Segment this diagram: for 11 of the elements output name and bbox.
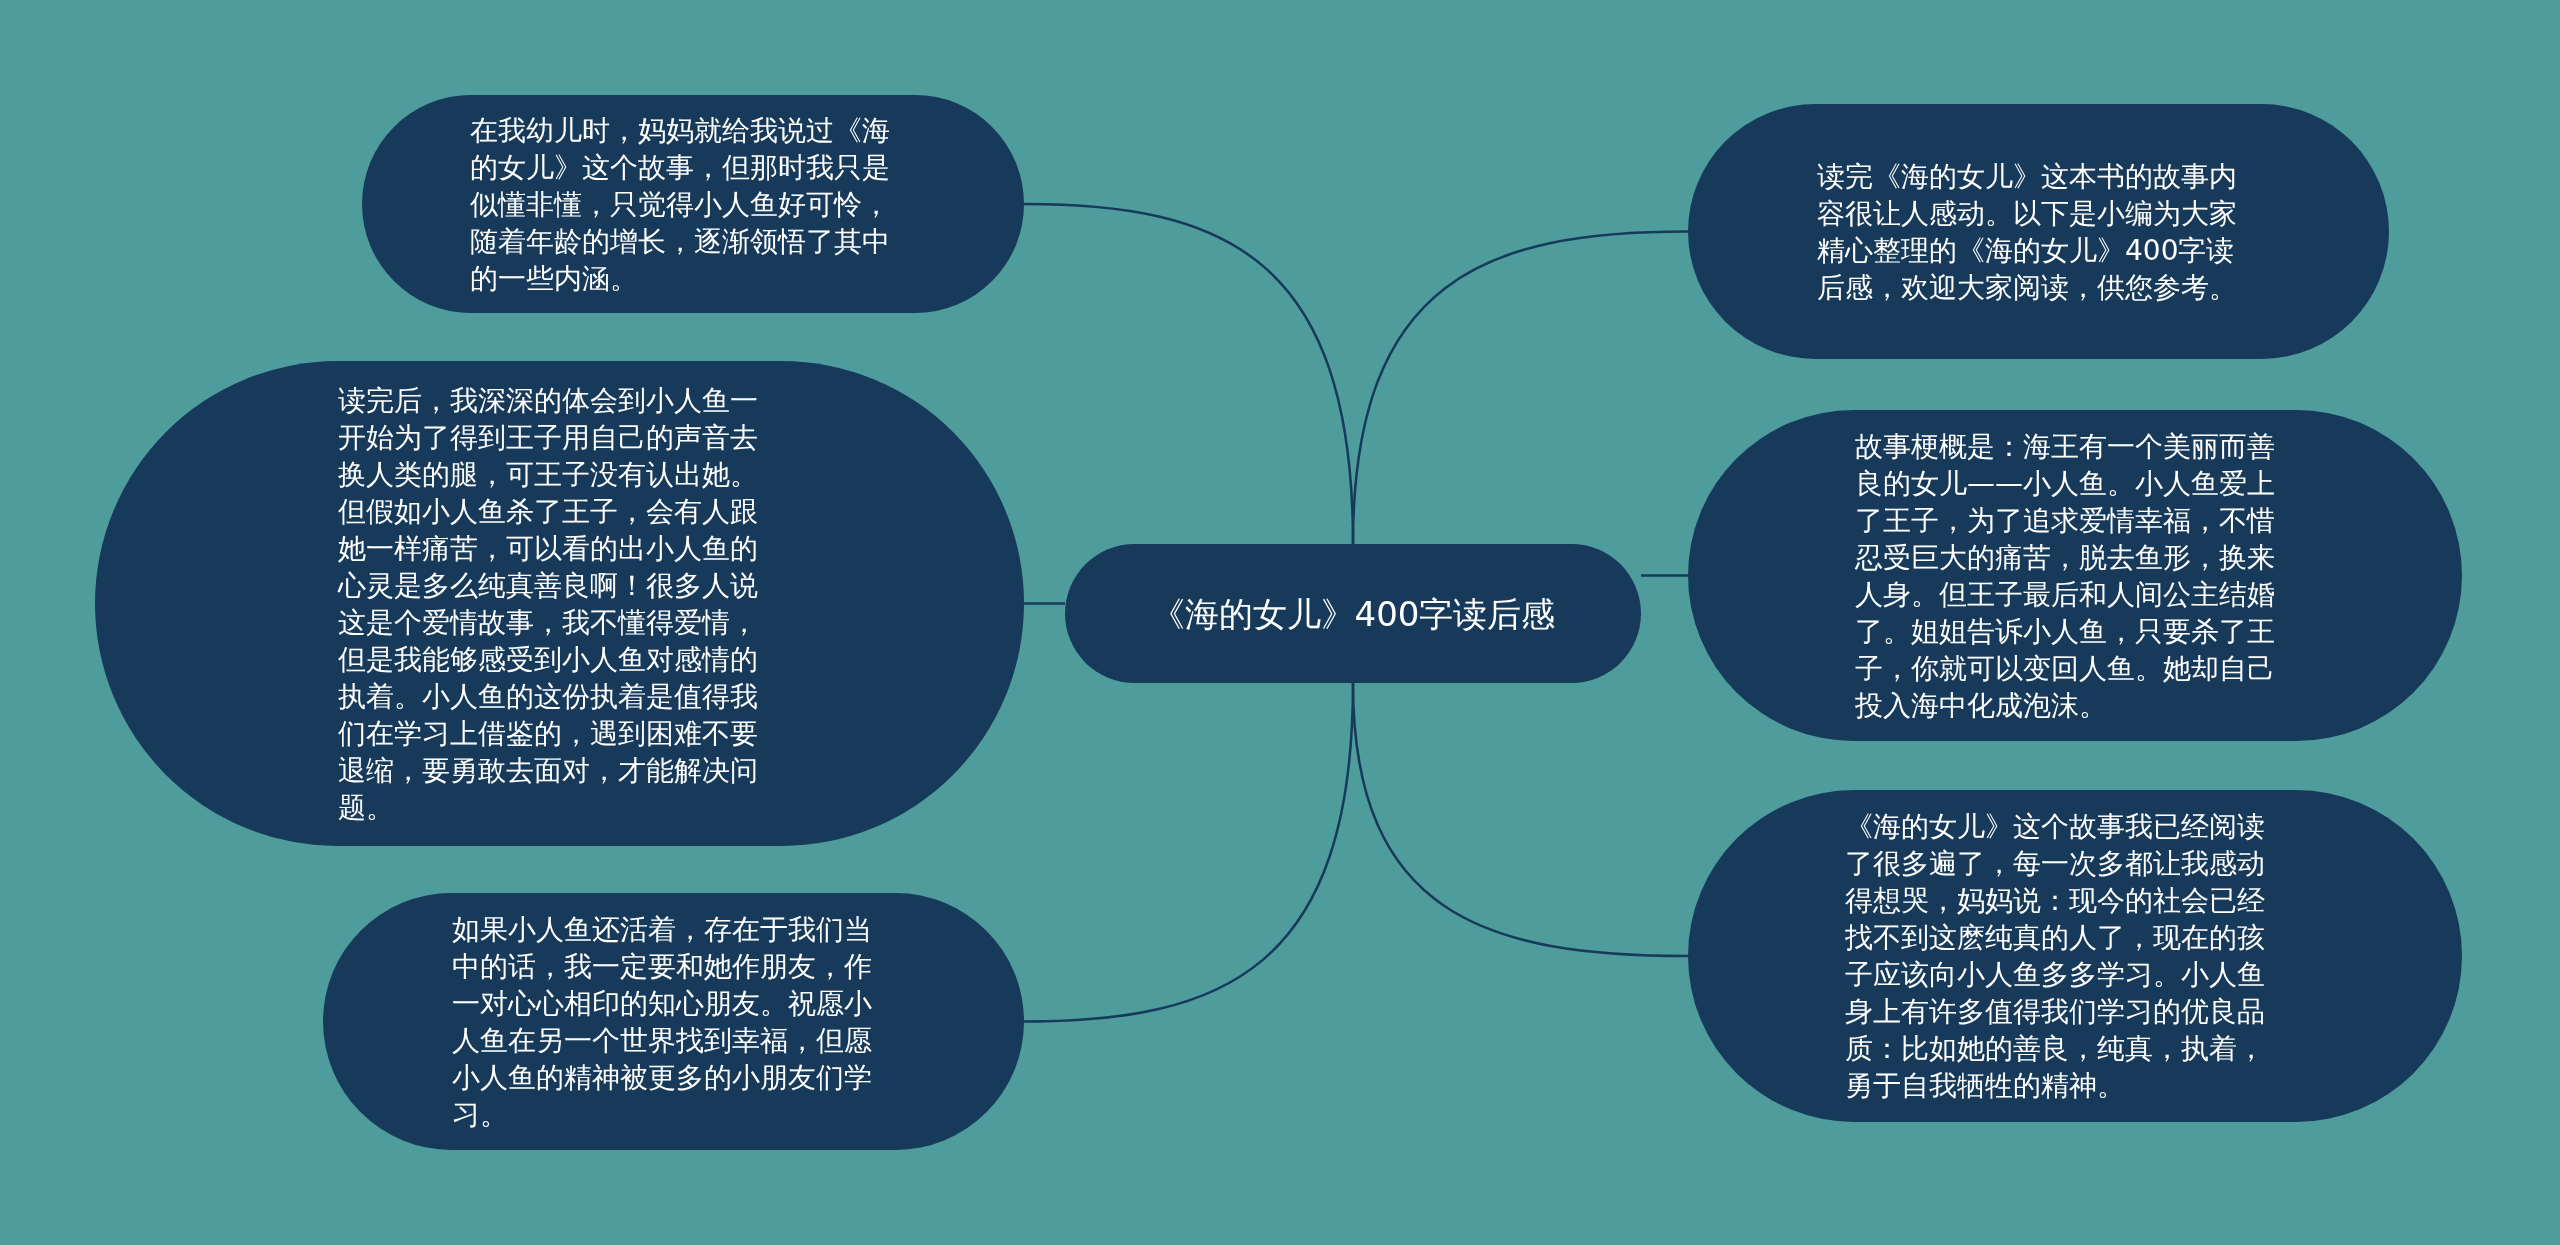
connector-line — [1024, 602, 1065, 605]
central-topic-text: 《海的女儿》400字读后感 — [1150, 592, 1556, 636]
topic-text: 故事梗概是：海王有一个美丽而善良的女儿——小人鱼。小人鱼爱上了王子，为了追求爱情幸福，不惜忍受巨大的痛苦，脱去鱼形，换来人身。但王子最后和人间公主结婚了。姐姐告诉小人鱼，只要杀了王子，你就可以变回人鱼。她却自己投入海中化成泡沫。 — [1855, 428, 2276, 724]
connector-line — [1351, 682, 1689, 958]
topic-text: 读完后，我深深的体会到小人鱼一开始为了得到王子用自己的声音去换人类的腿，可王子没有认出她。但假如小人鱼杀了王子，会有人跟她一样痛苦，可以看的出小人鱼的心灵是多么纯真善良啊！很多人说这是个爱情故事，我不懂得爱情，但是我能够感受到小人鱼对感情的执着。小人鱼的这份执着是值得我们在学习上借鉴的，遇到困难不要退缩，要勇敢去面对，才能解决问题。 — [338, 382, 759, 826]
topic-text: 读完《海的女儿》这本书的故事内容很让人感动。以下是小编为大家精心整理的《海的女儿》400字读后感，欢迎大家阅读，供您参考。 — [1817, 158, 2238, 306]
connector-line — [1351, 230, 1689, 545]
topic-text: 在我幼儿时，妈妈就给我说过《海的女儿》这个故事，但那时我只是似懂非懂，只觉得小人鱼好可怜，随着年龄的增长，逐渐领悟了其中的一些内涵。 — [470, 112, 891, 297]
topic-text: 如果小人鱼还活着，存在于我们当中的话，我一定要和她作朋友，作一对心心相印的知心朋友。祝愿小人鱼在另一个世界找到幸福，但愿小人鱼的精神被更多的小朋友们学习。 — [452, 911, 873, 1133]
connector-line — [1641, 574, 1688, 577]
topic-text: 《海的女儿》这个故事我已经阅读了很多遍了，每一次多都让我感动得想哭，妈妈说：现今的社会已经找不到这麽纯真的人了，现在的孩子应该向小人鱼多多学习。小人鱼身上有许多值得我们学习的优良品质：比如她的善良，纯真，执着，勇于自我牺牲的精神。 — [1845, 809, 2266, 1104]
